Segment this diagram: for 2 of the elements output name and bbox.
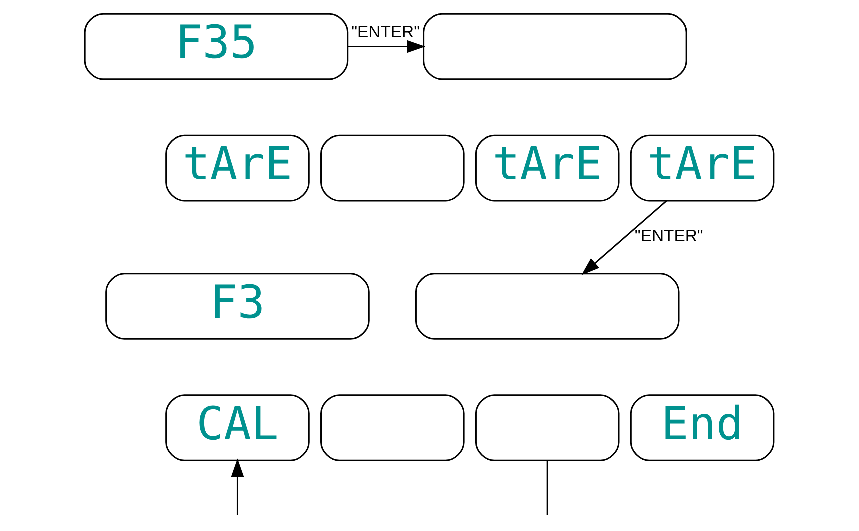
edge-label: "ENTER" xyxy=(634,226,704,246)
edge-label: "ENTER" xyxy=(352,22,420,42)
